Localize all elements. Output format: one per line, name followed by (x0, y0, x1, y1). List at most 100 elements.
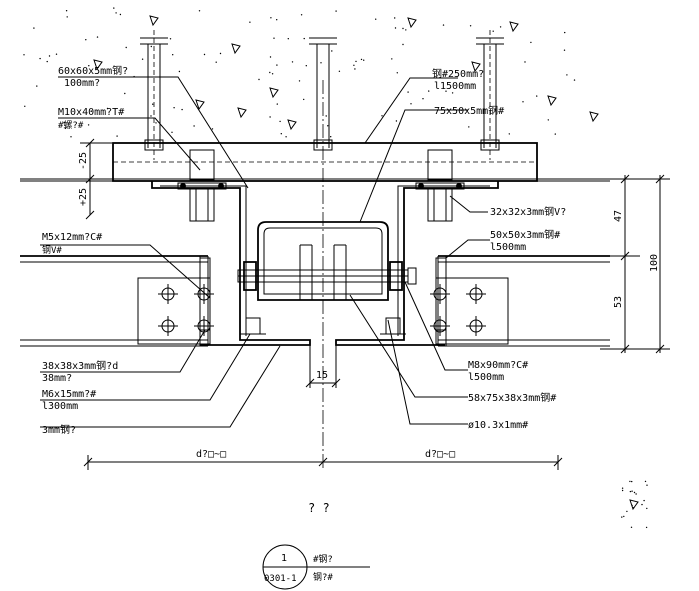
screw-head (194, 316, 214, 336)
hatch-dot (198, 10, 201, 12)
anchor-bolt-left (140, 30, 168, 160)
hatch-dot (363, 59, 365, 61)
hatch-dot (96, 36, 99, 38)
hatch-dot (422, 98, 424, 100)
hatch-dot (621, 487, 624, 489)
hatch-dot (125, 46, 127, 49)
hatch-dot (410, 103, 412, 105)
hatch-dot (258, 78, 260, 81)
label-angle-50-len: l500mm (490, 242, 526, 253)
label-dim-100: 100 (649, 254, 660, 272)
label-dim-15: 15 (316, 370, 328, 381)
hatch-dot (468, 126, 470, 128)
screw-group (158, 284, 486, 336)
drawing-title: ? ? (308, 501, 330, 515)
label-plate-3mm: 3mm钢? (42, 423, 76, 436)
hatch-dot (211, 128, 214, 130)
hatch-dot (630, 526, 633, 528)
hatch-dot (442, 24, 445, 26)
hatch-dot (280, 133, 282, 135)
hatch-dot (394, 17, 396, 19)
hatch-dot (63, 121, 65, 124)
hatch-dot (23, 54, 25, 56)
hatch-dot (391, 58, 393, 60)
hatch-dot (169, 38, 172, 40)
hatch-dot (375, 18, 377, 20)
hatch-dot (492, 30, 494, 32)
label-bolt-m10: M10x40mm?T# (58, 107, 124, 118)
hatch-dot (445, 90, 447, 92)
hatch-dot (563, 49, 566, 51)
label-bolt-m10-2: #螺?# (58, 120, 84, 131)
bolt-nut-left (177, 149, 227, 222)
label-dim-plus25: +25 (78, 188, 89, 206)
hatch-dot (276, 19, 278, 21)
screw-head (158, 284, 178, 304)
hatch-dot (300, 14, 303, 16)
label-angle-250: 钢#250mm? (432, 67, 484, 80)
hatch-dot (631, 490, 633, 492)
hatch-dot (451, 92, 454, 94)
hatch-dot (219, 52, 222, 55)
hatch-triangle (195, 99, 205, 111)
hatch-triangle (509, 21, 519, 33)
bolt-nut-right (415, 149, 465, 222)
ref-number: 1 (281, 553, 287, 564)
hatch-dot (303, 98, 305, 101)
hatch-dot (566, 74, 568, 76)
hatch-dot (633, 491, 636, 494)
hatch-dot (66, 16, 68, 18)
hatch-dot (269, 116, 271, 118)
label-plate-60-len: 100mm? (64, 78, 100, 89)
hatch-triangle (471, 61, 481, 73)
hatch-triangle (237, 107, 247, 119)
label-angle-32: 32x32x3mm钢V? (490, 205, 566, 218)
hatch-dot (621, 516, 623, 518)
label-span-left: d?□~□ (196, 449, 226, 460)
ref-description: #钢? (313, 553, 333, 565)
hatch-dot (150, 45, 152, 48)
hatch-dot (402, 27, 404, 30)
hatch-dot (172, 54, 174, 56)
panel-right (435, 255, 610, 347)
hatch-dot (320, 62, 322, 64)
m6-bolt-right (380, 317, 406, 335)
label-screw-m5: M5x12mm?C# (42, 232, 102, 243)
label-tube-75: 75x50x5mm钢# (434, 104, 504, 117)
hatch-dot (623, 515, 625, 518)
hatch-dot (116, 135, 118, 137)
hatch-dot (64, 127, 67, 130)
hatch-dot (508, 133, 510, 135)
hatch-dot (335, 10, 337, 12)
hatch-dot (327, 125, 329, 127)
hatch-dot (173, 107, 175, 109)
hatch-triangle (589, 111, 599, 123)
hatch-dot (631, 480, 633, 483)
hatch-dot (394, 27, 397, 29)
hatch-dot (644, 480, 647, 483)
hatch-dot (524, 61, 526, 63)
screw-head (466, 316, 486, 336)
hatch-dot (119, 13, 122, 16)
inner-channel-right (333, 244, 347, 300)
hatch-dot (305, 65, 307, 67)
hatch-dot (276, 64, 278, 66)
label-screw-m5-2: 钢V# (42, 244, 62, 256)
dimension-chain-right (600, 174, 670, 354)
hatch-dot (141, 58, 144, 60)
hatch-dot (215, 61, 217, 63)
hatch-dot (24, 105, 26, 108)
hatch-dot (621, 489, 624, 492)
hatch-dot (330, 136, 332, 138)
label-span-right: d?□~□ (425, 449, 455, 460)
hatch-dot (46, 60, 48, 63)
hatch-dot (181, 108, 183, 111)
label-dim-47: 47 (613, 210, 624, 222)
label-seal-10: ø10.3x1mm# (468, 420, 528, 431)
reference-bubble (262, 544, 370, 590)
hatch-dot (113, 7, 115, 9)
hatch-dot (271, 73, 274, 75)
hatch-dot (573, 79, 576, 81)
hatch-dot (152, 103, 154, 105)
